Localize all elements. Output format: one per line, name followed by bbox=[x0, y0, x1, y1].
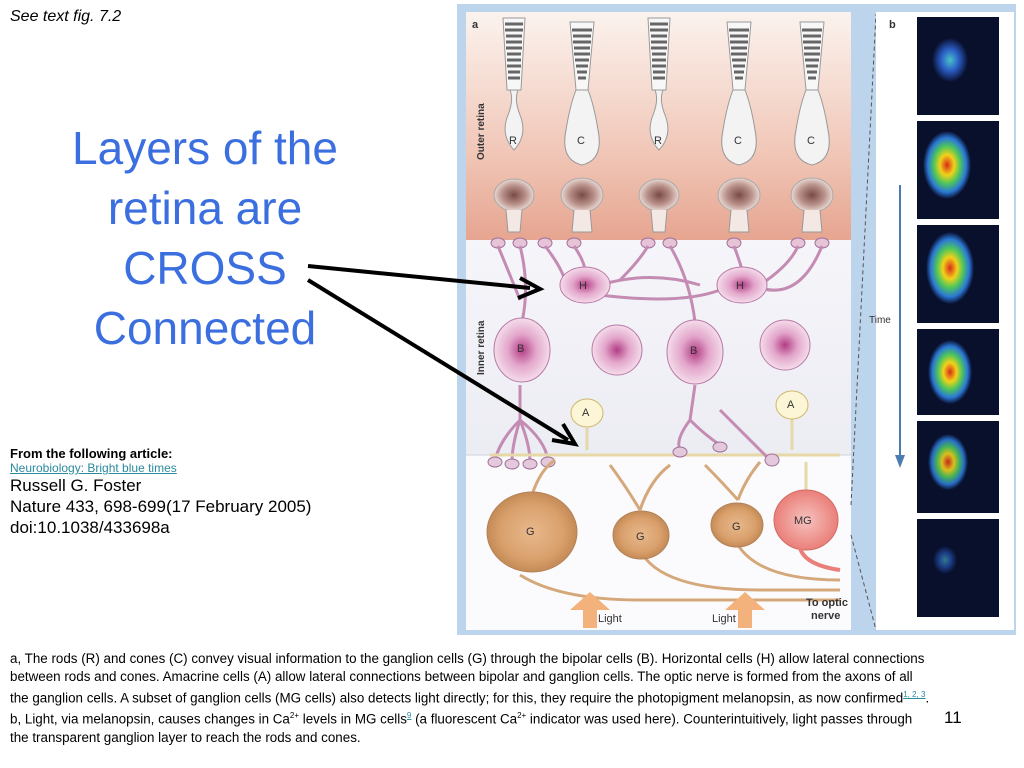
inner-retina-label: Inner retina bbox=[476, 320, 487, 375]
citation-link-1[interactable]: 1, 2, 3 bbox=[903, 690, 926, 699]
photoreceptor-rod-1 bbox=[493, 17, 535, 233]
light-label-left: Light bbox=[598, 613, 622, 625]
outer-retina-label: Outer retina bbox=[476, 103, 487, 160]
caption-text-5: indicator was used here). Counterintuiti… bbox=[10, 711, 913, 745]
title-line-4: Connected bbox=[93, 302, 317, 354]
figure-caption: a, The rods (R) and cones (C) convey vis… bbox=[10, 650, 930, 747]
photoreceptor-label-4: C bbox=[734, 135, 742, 147]
ganglion-cell-1 bbox=[486, 491, 578, 573]
bipolar-cell-1 bbox=[493, 317, 551, 383]
calcium-frame-4 bbox=[917, 329, 999, 415]
article-doi: doi:10.1038/433698a bbox=[10, 518, 170, 537]
panel-b-label: b bbox=[889, 19, 896, 31]
bipolar-cell-4 bbox=[759, 319, 811, 371]
zoom-line-bottom bbox=[850, 534, 877, 631]
optic-nerve-label-1: To optic bbox=[806, 597, 848, 609]
superscript-1: 2+ bbox=[289, 711, 300, 721]
caption-text-2: . b, Light, via melanopsin, causes chang… bbox=[10, 690, 930, 727]
zoom-line-top bbox=[850, 13, 877, 506]
calcium-frame-6 bbox=[917, 519, 999, 617]
ganglion-dendrites bbox=[519, 458, 841, 602]
ganglion-label-3: G bbox=[732, 521, 741, 533]
calcium-frame-3 bbox=[917, 225, 999, 323]
title-line-3: CROSS bbox=[123, 242, 287, 294]
panel-a-label: a bbox=[472, 19, 479, 31]
light-arrow-right bbox=[725, 592, 765, 628]
photoreceptor-cone-2 bbox=[717, 21, 761, 233]
bipolar-cell-3 bbox=[666, 319, 724, 385]
bipolar-cell-2 bbox=[591, 324, 643, 376]
bipolar-label-1: B bbox=[517, 343, 524, 355]
superscript-2: 2+ bbox=[517, 711, 527, 721]
amacrine-label-2: A bbox=[787, 399, 795, 411]
synaptic-terminals bbox=[490, 237, 830, 249]
article-link[interactable]: Neurobiology: Bright blue times bbox=[10, 461, 177, 475]
caption-text-1: a, The rods (R) and cones (C) convey vis… bbox=[10, 651, 925, 706]
photoreceptor-label-5: C bbox=[807, 135, 815, 147]
photoreceptor-rod-2 bbox=[638, 17, 680, 233]
ganglion-cell-3 bbox=[710, 502, 764, 548]
horizontal-label-1: H bbox=[579, 280, 587, 292]
horizontal-cell-2 bbox=[716, 266, 768, 304]
citation-link-2[interactable]: 9 bbox=[406, 711, 412, 721]
ganglion-label-2: G bbox=[636, 531, 645, 543]
title-line-2: retina are bbox=[107, 182, 303, 234]
arrow-to-horizontal bbox=[307, 264, 531, 290]
see-text-note: See text fig. 7.2 bbox=[10, 8, 122, 25]
amacrine-cell-1 bbox=[570, 398, 604, 428]
photoreceptor-cone-3 bbox=[790, 21, 834, 233]
photoreceptor-label-3: R bbox=[654, 135, 662, 147]
amacrine-cell-2 bbox=[775, 390, 809, 420]
title-line-1: Layers of the bbox=[72, 122, 338, 174]
amacrine-label-1: A bbox=[582, 407, 590, 419]
light-arrow-left bbox=[570, 592, 610, 628]
bipolar-terminals bbox=[487, 441, 728, 470]
article-author: Russell G. Foster bbox=[10, 476, 142, 495]
caption-text-4: (a fluorescent Ca bbox=[411, 711, 518, 727]
mg-label: MG bbox=[794, 515, 812, 527]
photoreceptor-label-2: C bbox=[577, 135, 585, 147]
calcium-frame-1 bbox=[917, 17, 999, 115]
ganglion-cell-2 bbox=[612, 510, 670, 560]
optic-nerve-label-2: nerve bbox=[811, 610, 840, 622]
light-label-right: Light bbox=[712, 613, 736, 625]
time-label: Time bbox=[869, 315, 891, 326]
page-number: 11 bbox=[944, 708, 962, 727]
photoreceptor-cone-1 bbox=[560, 21, 604, 233]
article-journal: Nature 433, 698-699(17 February 2005) bbox=[10, 497, 312, 516]
slide-title: Layers of the retina are CROSS Connected bbox=[30, 118, 380, 358]
horizontal-cell-1 bbox=[559, 266, 611, 304]
arrow-to-amacrine bbox=[306, 278, 570, 442]
article-reference: From the following article: Neurobiology… bbox=[10, 446, 430, 538]
horizontal-label-2: H bbox=[736, 280, 744, 292]
calcium-frame-2 bbox=[917, 121, 999, 219]
ganglion-label-1: G bbox=[526, 526, 535, 538]
amacrine-processes bbox=[490, 412, 840, 490]
mg-cell bbox=[773, 489, 839, 551]
caption-text-3: levels in MG cells bbox=[299, 711, 407, 727]
bipolar-label-2: B bbox=[690, 345, 697, 357]
pointer-arrows bbox=[306, 264, 579, 447]
calcium-frame-5 bbox=[917, 421, 999, 513]
photoreceptor-label-1: R bbox=[509, 135, 517, 147]
article-intro: From the following article: bbox=[10, 446, 173, 461]
